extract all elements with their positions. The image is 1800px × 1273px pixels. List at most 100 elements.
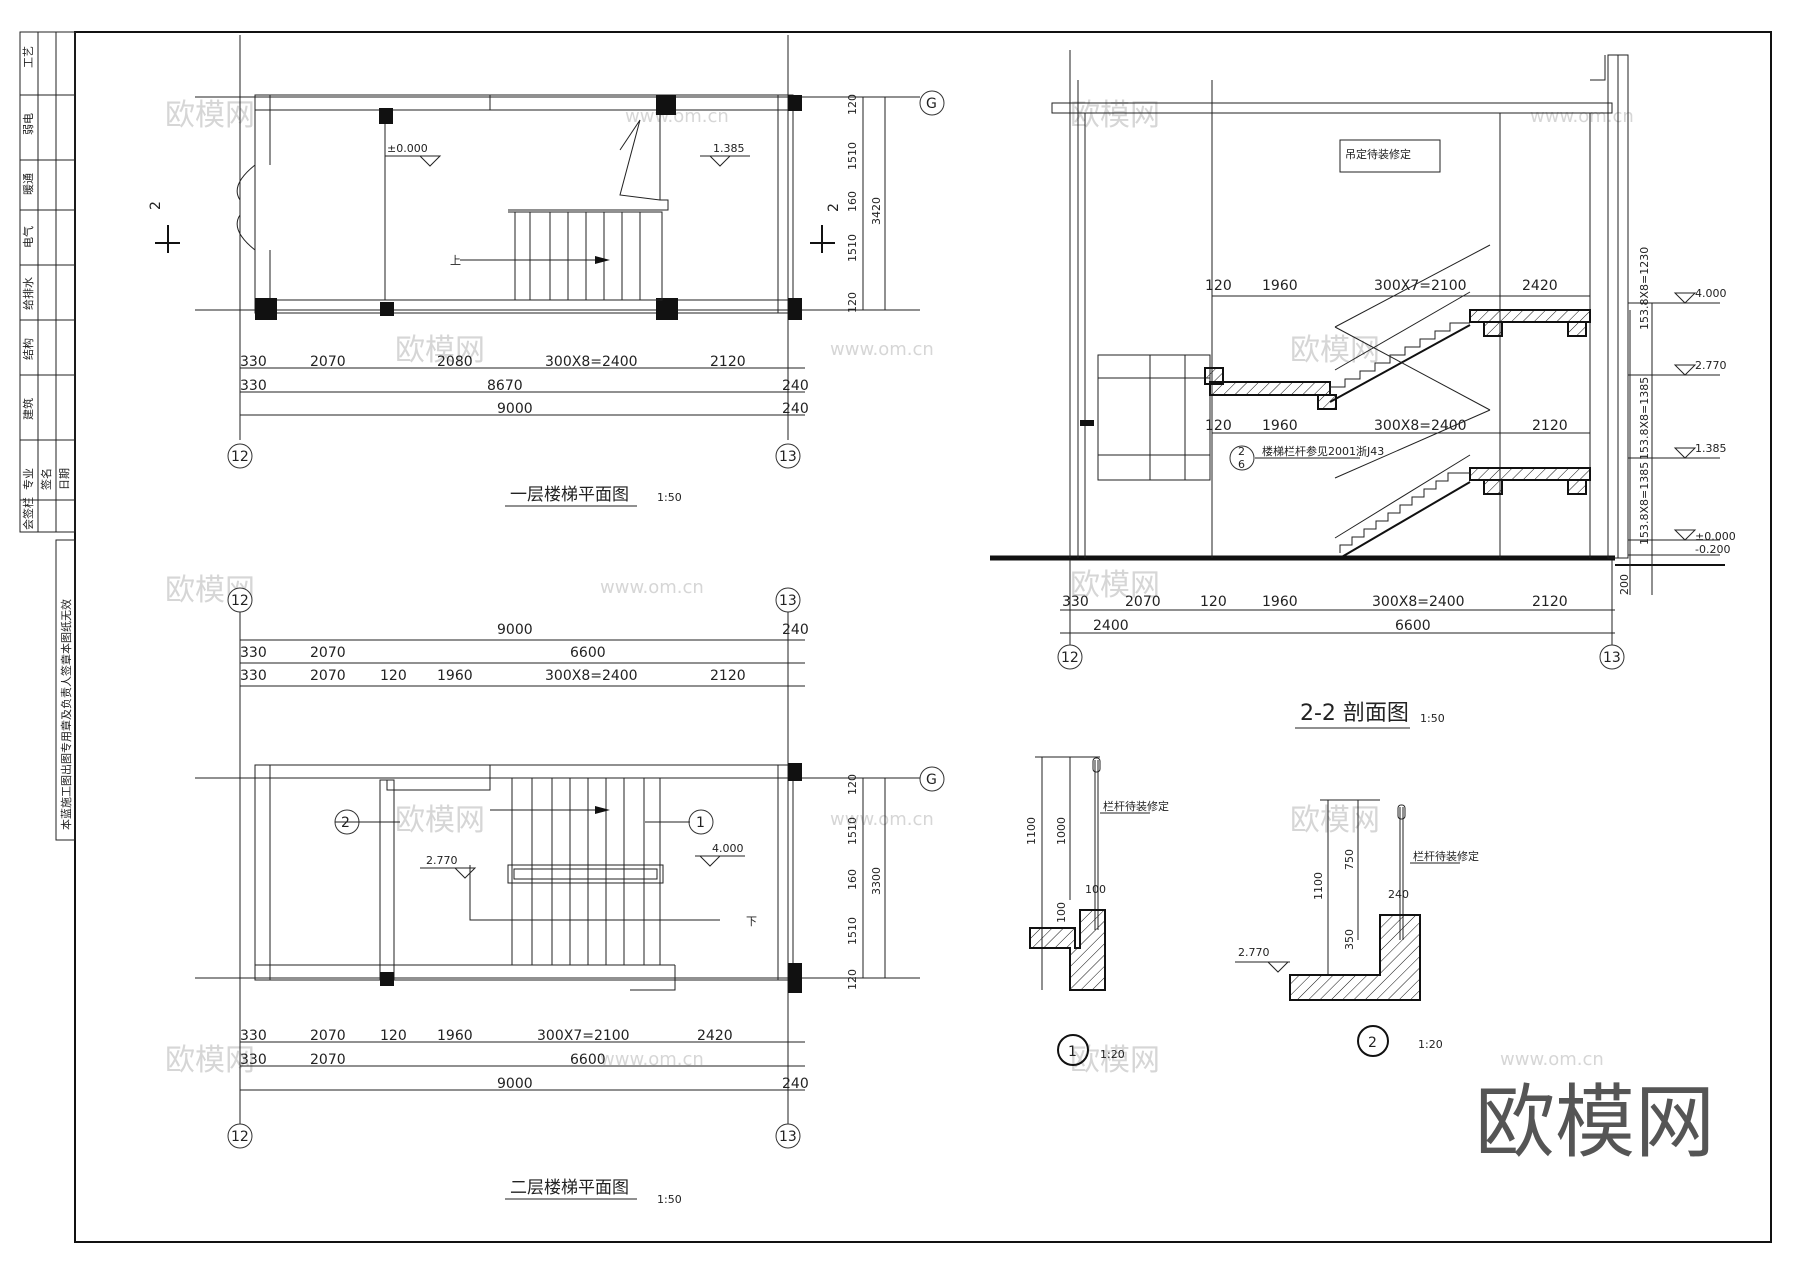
elevation-label: ±0.000 <box>1695 530 1736 543</box>
dim-label: 2070 <box>310 354 346 370</box>
sign-label: 签名 <box>39 468 53 490</box>
dim-label: 120 <box>380 668 407 684</box>
dim-label: 200 <box>1618 574 1631 595</box>
grid-bubble <box>227 1123 253 1149</box>
grid-label: 13 <box>779 593 797 609</box>
detail-number: 1 <box>1068 1044 1077 1060</box>
watermark-brand: 欧模网 <box>165 98 255 133</box>
rail-note: 栏杆待装修定 <box>1103 799 1169 813</box>
watermark-brand: 欧模网 <box>1290 803 1380 838</box>
sign-label: 日期 <box>58 468 71 490</box>
grid-bubble <box>227 443 253 469</box>
dim-label: 1960 <box>1262 278 1298 294</box>
detail-number-bubble <box>1057 1034 1089 1066</box>
dim-label: 300X7=2100 <box>537 1028 630 1044</box>
watermark-url: www.om.cn <box>1500 1049 1604 1070</box>
dim-label: 300X7=2100 <box>1374 278 1467 294</box>
column <box>379 108 393 124</box>
grid-bubble <box>775 443 801 469</box>
dim-label: 330 <box>240 668 267 684</box>
detail-number-bubble <box>1357 1025 1389 1057</box>
dim-label: 1960 <box>1262 418 1298 434</box>
dim-label: 2120 <box>710 354 746 370</box>
dim-label: 9000 <box>497 622 533 638</box>
rail-note: 栏杆待装修定 <box>1413 849 1479 863</box>
dim-label: 153.8X8=1230 <box>1638 247 1651 330</box>
watermark-url: www.om.cn <box>830 809 934 830</box>
plan-scale: 1:50 <box>657 1193 682 1206</box>
elevation-label: 2.770 <box>1695 359 1727 372</box>
grid-label: 13 <box>1603 650 1621 666</box>
dim-label: 120 <box>1200 594 1227 610</box>
elevation-label: 1.385 <box>713 142 745 155</box>
dim-label: 100 <box>1055 902 1068 923</box>
elevation-label: 2.770 <box>1238 946 1270 959</box>
discipline-label: 结构 <box>21 338 35 360</box>
dim-label: 330 <box>240 645 267 661</box>
grid-label: G <box>926 96 937 112</box>
detail-scale: 1:20 <box>1100 1048 1125 1061</box>
watermark-brand: 欧模网 <box>1290 333 1380 368</box>
grid-label: 13 <box>779 1129 797 1145</box>
dim-label: 330 <box>240 1028 267 1044</box>
dim-label: 2070 <box>310 1028 346 1044</box>
detail-callout-label: 1 <box>696 815 705 831</box>
dim-label: 240 <box>782 401 809 417</box>
discipline-label: 工艺 <box>22 46 35 68</box>
discipline-label: 暖通 <box>22 173 35 195</box>
dim-label: 300X8=2400 <box>545 354 638 370</box>
column <box>255 298 277 320</box>
grid-bubble <box>1599 644 1625 670</box>
section-title: 2-2 剖面图 <box>1300 701 1409 726</box>
elevation-label: ±0.000 <box>387 142 428 155</box>
dim-label: 330 <box>1062 594 1089 610</box>
svg-text:2: 2 <box>826 203 842 212</box>
grid-label: G <box>926 772 937 788</box>
down-arrow-label: 下 <box>746 915 757 928</box>
dim-label: 6600 <box>570 645 606 661</box>
dim-label: 153.8X8=1385 <box>1638 462 1651 545</box>
detail-number: 2 <box>1368 1035 1377 1051</box>
section-scale: 1:50 <box>1420 712 1445 725</box>
dim-label: 120 <box>380 1028 407 1044</box>
dim-label: 300X8=2400 <box>1372 594 1465 610</box>
dim-label: 2120 <box>1532 594 1568 610</box>
column <box>788 298 802 320</box>
section-2-2: 吊定待装修定 2 6 楼梯栏杆参见2001浙J43 120 1960 300X7… <box>990 50 1736 729</box>
dim-label: 6600 <box>1395 618 1431 634</box>
column <box>788 95 802 111</box>
grid-label: 13 <box>779 449 797 465</box>
column <box>656 95 676 115</box>
ceiling-note: 吊定待装修定 <box>1345 147 1411 161</box>
section-cut-marker: 2 <box>148 201 180 253</box>
dim-label: 300X8=2400 <box>545 668 638 684</box>
dim-label: 2070 <box>310 668 346 684</box>
dim-label: 240 <box>782 378 809 394</box>
dim-label: 240 <box>782 1076 809 1092</box>
dim-label: 2080 <box>437 354 473 370</box>
detail-callout-label: 2 <box>1238 445 1245 458</box>
signoff-sidebar: 工艺 弱电 暖通 电气 给排水 结构 建筑 专业 签名 日期 会签栏 本蓝施工图… <box>19 31 76 841</box>
svg-text:2: 2 <box>148 201 164 210</box>
column <box>788 963 802 993</box>
watermark-url: www.om.cn <box>600 1049 704 1070</box>
dim-label: 240 <box>782 622 809 638</box>
detail-callout-ref: 6 <box>1238 458 1245 471</box>
plan-title: 二层楼梯平面图 <box>510 1178 629 1198</box>
dim-label: 153.8X8=1385 <box>1638 377 1651 460</box>
grid-label: 12 <box>231 1129 249 1145</box>
grid-label: 12 <box>1061 650 1079 666</box>
elevation-label: 2.770 <box>426 854 458 867</box>
watermark-brand: 欧模网 <box>395 333 485 368</box>
dim-label: 2120 <box>1532 418 1568 434</box>
plan-scale: 1:50 <box>657 491 682 504</box>
grid-label: 12 <box>231 449 249 465</box>
dim-label: 750 <box>1343 849 1356 870</box>
dim-label: 2070 <box>310 645 346 661</box>
grid-bubble <box>775 1123 801 1149</box>
dim-label: 160 <box>846 869 859 890</box>
dim-label: 160 <box>846 191 859 212</box>
dim-label: 3300 <box>870 867 883 895</box>
elevation-label: 4.000 <box>1695 287 1727 300</box>
